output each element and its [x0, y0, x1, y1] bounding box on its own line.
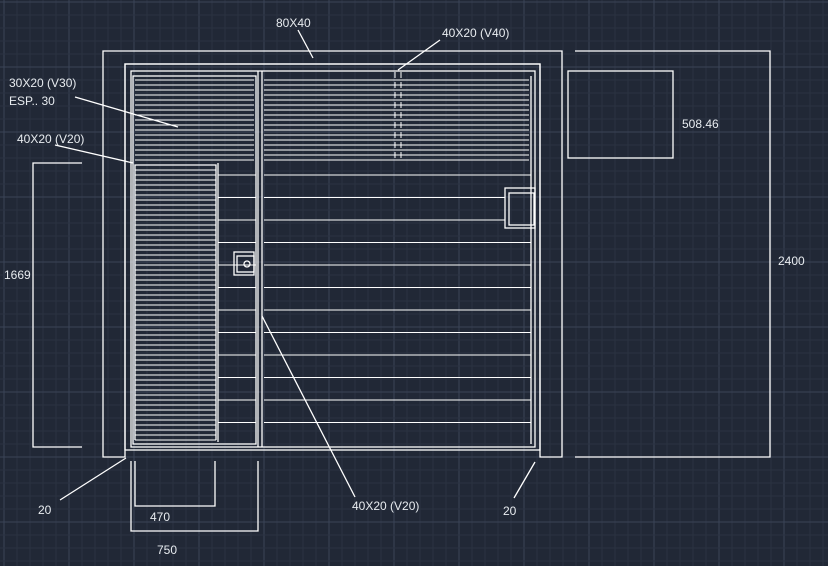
dim-750: [130, 461, 259, 532]
lock-hole-icon: [243, 260, 251, 268]
lock-box-inner: [236, 255, 255, 273]
label-top-bar: 40X20 (V40): [442, 26, 510, 40]
leader-slats: [74, 96, 179, 128]
label-frame: 80X40: [276, 16, 311, 30]
outer-frame-80x40: [102, 50, 563, 458]
dim-2400: [575, 50, 771, 458]
leader-post-left: [59, 457, 127, 501]
leader-post-right: [513, 461, 536, 499]
latch-box: [504, 187, 536, 229]
leader-frame: [297, 29, 314, 59]
latch-box-inner: [508, 192, 535, 226]
dim-1669: [32, 162, 82, 448]
label-left-bar: 40X20 (V20): [17, 132, 85, 146]
leader-top-bar: [397, 39, 441, 71]
inner-panel: [130, 70, 536, 448]
vertical-bar-40x20: [394, 72, 402, 158]
label-post-left: 20: [38, 503, 52, 517]
left-slat-panel: [132, 75, 257, 445]
label-width-750: 750: [157, 543, 178, 557]
label-height-total: 2400: [778, 254, 805, 268]
inner-frame: [124, 63, 541, 451]
label-width-470: 470: [150, 510, 171, 524]
label-slats: 30X20 (V30): [9, 76, 77, 90]
gate-geometry: [32, 29, 771, 532]
leader-center-bar: [261, 315, 356, 498]
detail-box: [567, 70, 674, 159]
label-slats-spacing: ESP.. 30: [9, 94, 55, 108]
label-center-bar: 40X20 (V20): [352, 499, 420, 513]
leader-left-bar: [54, 144, 134, 164]
slats: [135, 79, 531, 441]
label-box-dim: 508.46: [682, 117, 719, 131]
label-post-right: 20: [503, 504, 517, 518]
label-height-left: 1669: [4, 268, 31, 282]
dim-470: [134, 461, 216, 507]
